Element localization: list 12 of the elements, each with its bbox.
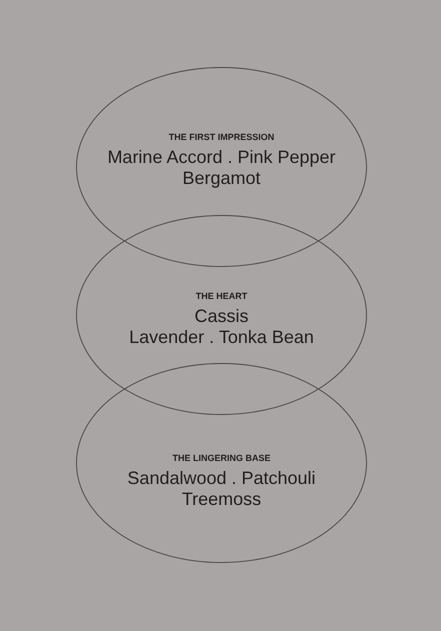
section-heading: THE LINGERING BASE [172, 453, 270, 464]
note-list: Marine Accord . Pink Pepper [107, 147, 336, 168]
section-heading: THE FIRST IMPRESSION [168, 132, 274, 143]
section-heading: THE HEART [196, 291, 248, 302]
note-list: Sandalwood . Patchouli [127, 468, 316, 489]
note-ellipse [76, 215, 367, 415]
note-list: Treemoss [182, 489, 262, 510]
note-ellipse [76, 67, 367, 267]
note-list: Bergamot [182, 168, 261, 189]
note-list: Cassis [194, 306, 248, 327]
note-list: Lavender . Tonka Bean [129, 327, 314, 348]
note-ellipse [76, 363, 367, 563]
